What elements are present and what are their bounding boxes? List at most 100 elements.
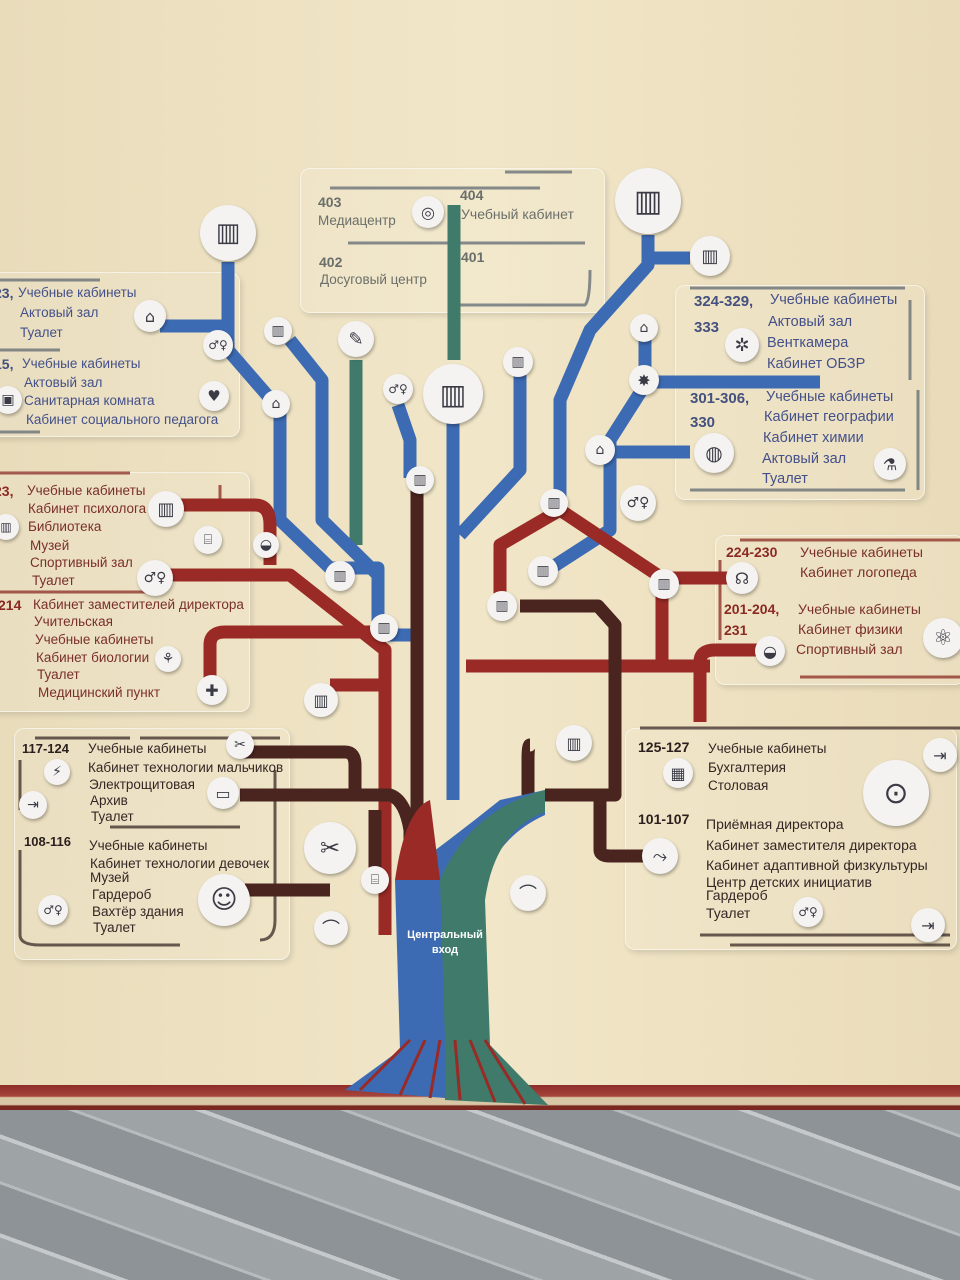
- room-label: Туалет: [93, 920, 136, 935]
- room-label: Учебные кабинеты: [766, 389, 894, 405]
- room-label: Медицинский пункт: [38, 685, 161, 700]
- plate-cutlery-icon: ⊙: [863, 760, 929, 826]
- book-icon: ▥: [0, 514, 19, 540]
- room-label: Учебные кабинеты: [27, 483, 146, 498]
- room-label: Кабинет биологии: [36, 650, 150, 665]
- flask-icon: ⚗: [874, 448, 906, 480]
- room-label: Электрощитовая: [89, 777, 195, 792]
- room-label: Туалет: [32, 573, 75, 588]
- room-number: 201-204,: [724, 601, 780, 617]
- museum-icon: ⌸: [361, 866, 389, 894]
- security-guard-icon: ☺: [198, 874, 250, 926]
- room-label: Актовый зал: [762, 451, 847, 467]
- heart-hands-icon: ♥: [199, 381, 229, 411]
- book-icon: ▥: [540, 489, 568, 517]
- room-number: 301-306,: [690, 390, 750, 407]
- room-label: Учебные кабинеты: [18, 285, 137, 300]
- book-icon: ▥: [200, 205, 256, 261]
- basketball-icon: ◒: [755, 636, 785, 666]
- emergency-exit-icon: ⇥: [923, 738, 957, 772]
- room-label: Кабинет химии: [763, 430, 864, 446]
- room-number: 404: [460, 187, 484, 203]
- fireworks-icon: ✸: [629, 365, 659, 395]
- speech-therapist-icon: ☊: [726, 562, 758, 594]
- room-label: Кабинет психолога: [28, 501, 147, 516]
- entrance-line1: Центральный: [407, 929, 483, 941]
- books-icon: ▥: [148, 491, 184, 527]
- sewing-tools-icon: ✂: [304, 822, 356, 874]
- book-icon: ▥: [690, 236, 730, 276]
- theatre-curtain-icon: ⌂: [134, 300, 166, 332]
- room-label: Кабинет ОБЗР: [767, 356, 866, 372]
- room-label: Туалет: [762, 471, 808, 487]
- room-label: Учебные кабинеты: [800, 544, 923, 560]
- room-label: Досуговый центр: [320, 272, 427, 287]
- adaptive-exercise-icon: ⤳: [642, 838, 678, 874]
- book-icon: ▥: [406, 466, 434, 494]
- room-label: Библиотека: [28, 519, 102, 534]
- book-icon: ▥: [556, 725, 592, 761]
- atom-icon: ⚛: [923, 618, 960, 658]
- toilet-icon: ♂♀: [203, 330, 233, 360]
- red-rules: [0, 471, 960, 679]
- room-number: 108-116: [24, 834, 71, 849]
- room-label: Учебные кабинеты: [708, 741, 827, 756]
- room-label: Столовая: [708, 778, 769, 793]
- entrance-line2: вход: [431, 943, 459, 956]
- toilet-icon: ♂♀: [38, 895, 68, 925]
- room-label: Санитарная комната: [24, 393, 155, 408]
- stone-floor: [0, 1110, 960, 1280]
- room-label: Кабинет заместителя директора: [706, 837, 917, 853]
- room-label: Вахтёр здания: [92, 904, 184, 919]
- room-label: Кабинет технологии девочек: [90, 856, 270, 871]
- book-icon: ▥: [325, 561, 355, 591]
- room-label: Кабинет технологии мальчиков: [88, 760, 284, 775]
- room-label: Венткамера: [767, 335, 849, 351]
- room-number: 125-127: [638, 739, 690, 755]
- room-number: 117-124: [22, 741, 69, 756]
- room-label: Спортивный зал: [796, 641, 903, 657]
- palette-icon: ✎: [338, 321, 374, 357]
- book-icon: ▥: [528, 556, 558, 586]
- room-label: Актовый зал: [20, 305, 99, 320]
- calculator-icon: ▦: [663, 758, 693, 788]
- room-label: Центр детских инициатив: [706, 874, 872, 890]
- room-number: 324-329,: [694, 293, 754, 310]
- theatre-curtain-icon: ⌂: [630, 314, 658, 342]
- room-label: Архив: [90, 793, 128, 808]
- emergency-exit-icon: ⇥: [19, 791, 47, 819]
- book-icon: ▥: [649, 569, 679, 599]
- panel-right-floor2: [715, 535, 960, 685]
- medical-cross-icon: ✚: [197, 675, 227, 705]
- archive-folder-icon: ▭: [207, 777, 239, 809]
- room-label: Актовый зал: [768, 314, 853, 330]
- room-number: 101-107: [638, 811, 690, 827]
- green-lines: [349, 205, 461, 545]
- museum-icon: ⌸: [194, 526, 222, 554]
- room-label: Медиацентр: [318, 213, 396, 228]
- book-icon: ▥: [615, 168, 681, 234]
- room-label: Учебные кабинеты: [35, 632, 154, 647]
- book-icon: ▥: [370, 614, 398, 642]
- book-icon: ▥: [503, 347, 533, 377]
- hanger-icon: ⌒: [510, 875, 546, 911]
- room-number: 214: [0, 597, 22, 613]
- book-icon: ▥: [487, 591, 517, 621]
- room-label: Кабинет заместителей директора: [33, 597, 244, 612]
- room-label: Туалет: [20, 325, 63, 340]
- room-label: Приёмная директора: [706, 816, 844, 832]
- room-label: Музей: [30, 538, 70, 553]
- room-number: 330: [690, 414, 716, 431]
- room-label: Кабинет логопеда: [800, 564, 917, 580]
- room-label: Туалет: [706, 905, 751, 921]
- blue-lines: [160, 235, 820, 800]
- emergency-exit-icon: ⇥: [911, 908, 945, 942]
- brown-rules: [18, 726, 960, 947]
- room-label: Учительская: [34, 614, 113, 629]
- room-label: Музей: [90, 870, 130, 885]
- room-label: Спортивный зал: [30, 555, 133, 570]
- toilet-icon: ♂♀: [137, 560, 173, 596]
- laundry-basket-icon: ▣: [0, 386, 22, 414]
- video-camera-icon: ◎: [412, 196, 444, 228]
- red-lines: [170, 498, 770, 935]
